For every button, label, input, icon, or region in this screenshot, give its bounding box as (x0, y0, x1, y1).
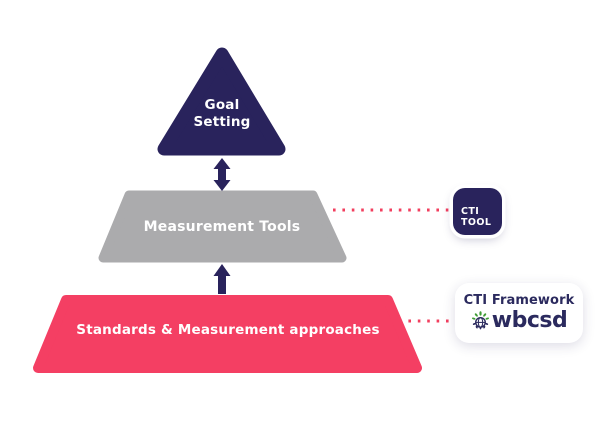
wbcsd-globe-icon (471, 311, 489, 330)
measurement-tools-trapezoid (98, 190, 347, 263)
double-arrow-icon (213, 158, 231, 191)
cti-framework-card: CTI Framework (455, 283, 583, 343)
wbcsd-wordmark: wbcsd (491, 307, 568, 333)
cti-tool-line1: CTI (461, 205, 480, 217)
goal-setting-line1: Goal (204, 97, 240, 113)
goal-setting-line2: Setting (193, 114, 251, 130)
wbcsd-logo: wbcsd (471, 307, 568, 333)
goal-setting-label: Goal Setting (193, 97, 250, 131)
goal-setting-triangle (157, 47, 286, 156)
cti-tool-badge-label: CTI TOOL (461, 206, 491, 228)
cti-tool-badge: CTI TOOL (453, 188, 502, 235)
cti-tool-line2: TOOL (461, 216, 492, 228)
standards-label: Standards & Measurement approaches (76, 322, 380, 338)
up-arrow-icon (213, 264, 231, 294)
measurement-tools-label: Measurement Tools (143, 219, 301, 235)
standards-trapezoid (33, 295, 422, 373)
cti-framework-title: CTI Framework (463, 292, 575, 308)
